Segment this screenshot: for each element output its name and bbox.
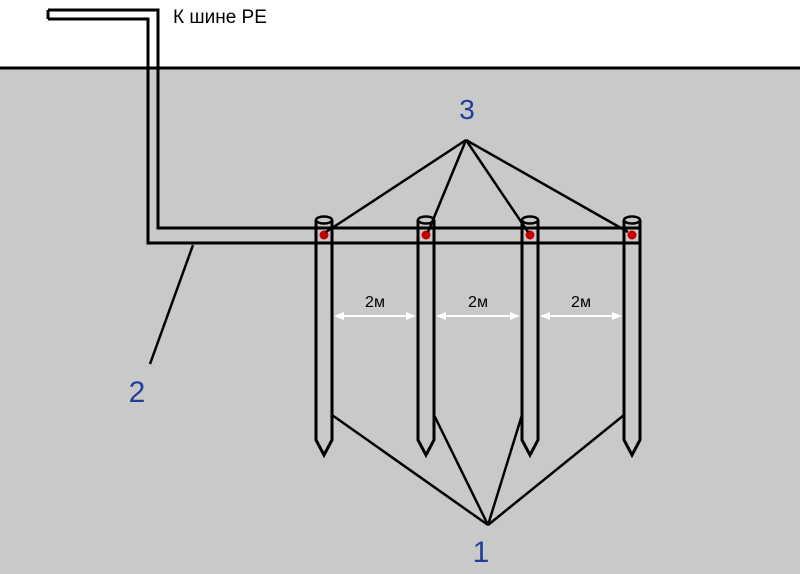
electrode-1 xyxy=(314,215,334,459)
electrode-3 xyxy=(520,215,540,459)
soil-area xyxy=(0,68,800,574)
callout-2-conductor: 2 xyxy=(129,376,146,409)
spacing-arrow-3 xyxy=(540,312,622,320)
weld-point-4 xyxy=(627,230,637,240)
pe-bus-label: К шине РЕ xyxy=(173,7,267,28)
leader-line-conductor xyxy=(148,244,195,365)
electrode-4 xyxy=(622,215,642,459)
weld-point-3 xyxy=(525,230,535,240)
spacing-label-2: 2м xyxy=(468,294,488,311)
electrode-2 xyxy=(416,215,436,459)
weld-point-2 xyxy=(421,230,431,240)
spacing-label-1: 2м xyxy=(365,294,385,311)
weld-point-1 xyxy=(319,230,329,240)
leader-lines-welds xyxy=(325,138,629,234)
spacing-arrow-2 xyxy=(436,312,520,320)
spacing-label-3: 2м xyxy=(571,294,591,311)
callout-3-welds: 3 xyxy=(459,94,475,125)
spacing-arrow-1 xyxy=(334,312,416,320)
leader-lines-electrodes xyxy=(331,413,625,527)
callout-1-electrodes: 1 xyxy=(473,536,490,569)
